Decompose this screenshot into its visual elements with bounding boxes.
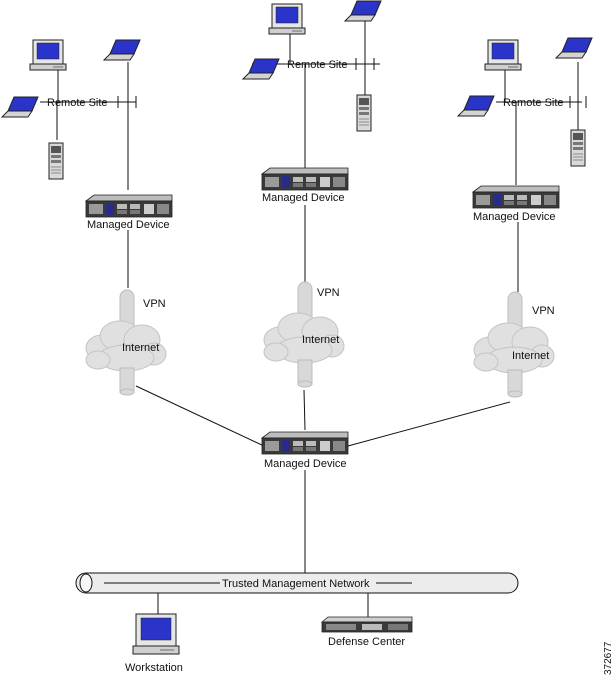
internet-label: Internet bbox=[302, 334, 339, 346]
central-managed-device: Managed Device bbox=[261, 431, 349, 574]
defense-center-label: Defense Center bbox=[328, 636, 405, 648]
figure-id: 372677 bbox=[603, 641, 614, 675]
workstation-label: Workstation bbox=[125, 662, 183, 674]
tower-server-icon bbox=[48, 142, 64, 180]
laptop-icon bbox=[242, 58, 280, 80]
desktop-icon bbox=[132, 613, 180, 655]
vpn-label: VPN bbox=[317, 287, 340, 299]
remote-site-label: Remote Site bbox=[287, 59, 348, 71]
managed-device-label: Managed Device bbox=[264, 458, 347, 470]
remote-site-label: Remote Site bbox=[503, 97, 564, 109]
laptop-icon bbox=[457, 95, 495, 117]
defense-center: Defense Center bbox=[320, 593, 413, 648]
desktop-icon bbox=[268, 3, 306, 35]
remote-site-left: Remote Site Managed Device VPN Internet bbox=[1, 39, 173, 396]
trusted-management-network: Trusted Management Network bbox=[75, 572, 519, 594]
managed-device-label: Managed Device bbox=[87, 219, 170, 231]
vpn-label: VPN bbox=[143, 298, 166, 310]
remote-site-right: Remote Site Managed Device VPN Internet bbox=[457, 37, 593, 398]
laptop-icon bbox=[344, 0, 382, 22]
tower-server-icon bbox=[356, 94, 372, 132]
workstation: Workstation bbox=[125, 593, 183, 674]
remote-site-label: Remote Site bbox=[47, 97, 108, 109]
laptop-icon bbox=[555, 37, 593, 59]
laptop-icon bbox=[1, 96, 39, 118]
laptop-icon bbox=[103, 39, 141, 61]
vpn-connections bbox=[135, 385, 511, 447]
managed-device-label: Managed Device bbox=[262, 192, 345, 204]
rack-appliance-icon bbox=[472, 185, 560, 209]
network-label: Trusted Management Network bbox=[222, 578, 370, 590]
desktop-icon bbox=[29, 39, 67, 71]
rack-appliance-icon bbox=[261, 431, 349, 455]
vpn-label: VPN bbox=[532, 305, 555, 317]
desktop-icon bbox=[484, 39, 522, 71]
rack-appliance-icon bbox=[261, 167, 349, 191]
tower-server-icon bbox=[570, 129, 586, 167]
rack-appliance-icon bbox=[320, 616, 413, 633]
remote-site-center: Remote Site Managed Device VPN Internet bbox=[242, 0, 382, 388]
internet-label: Internet bbox=[512, 350, 549, 362]
internet-label: Internet bbox=[122, 342, 159, 354]
managed-device-label: Managed Device bbox=[473, 211, 556, 223]
rack-appliance-icon bbox=[85, 194, 173, 218]
